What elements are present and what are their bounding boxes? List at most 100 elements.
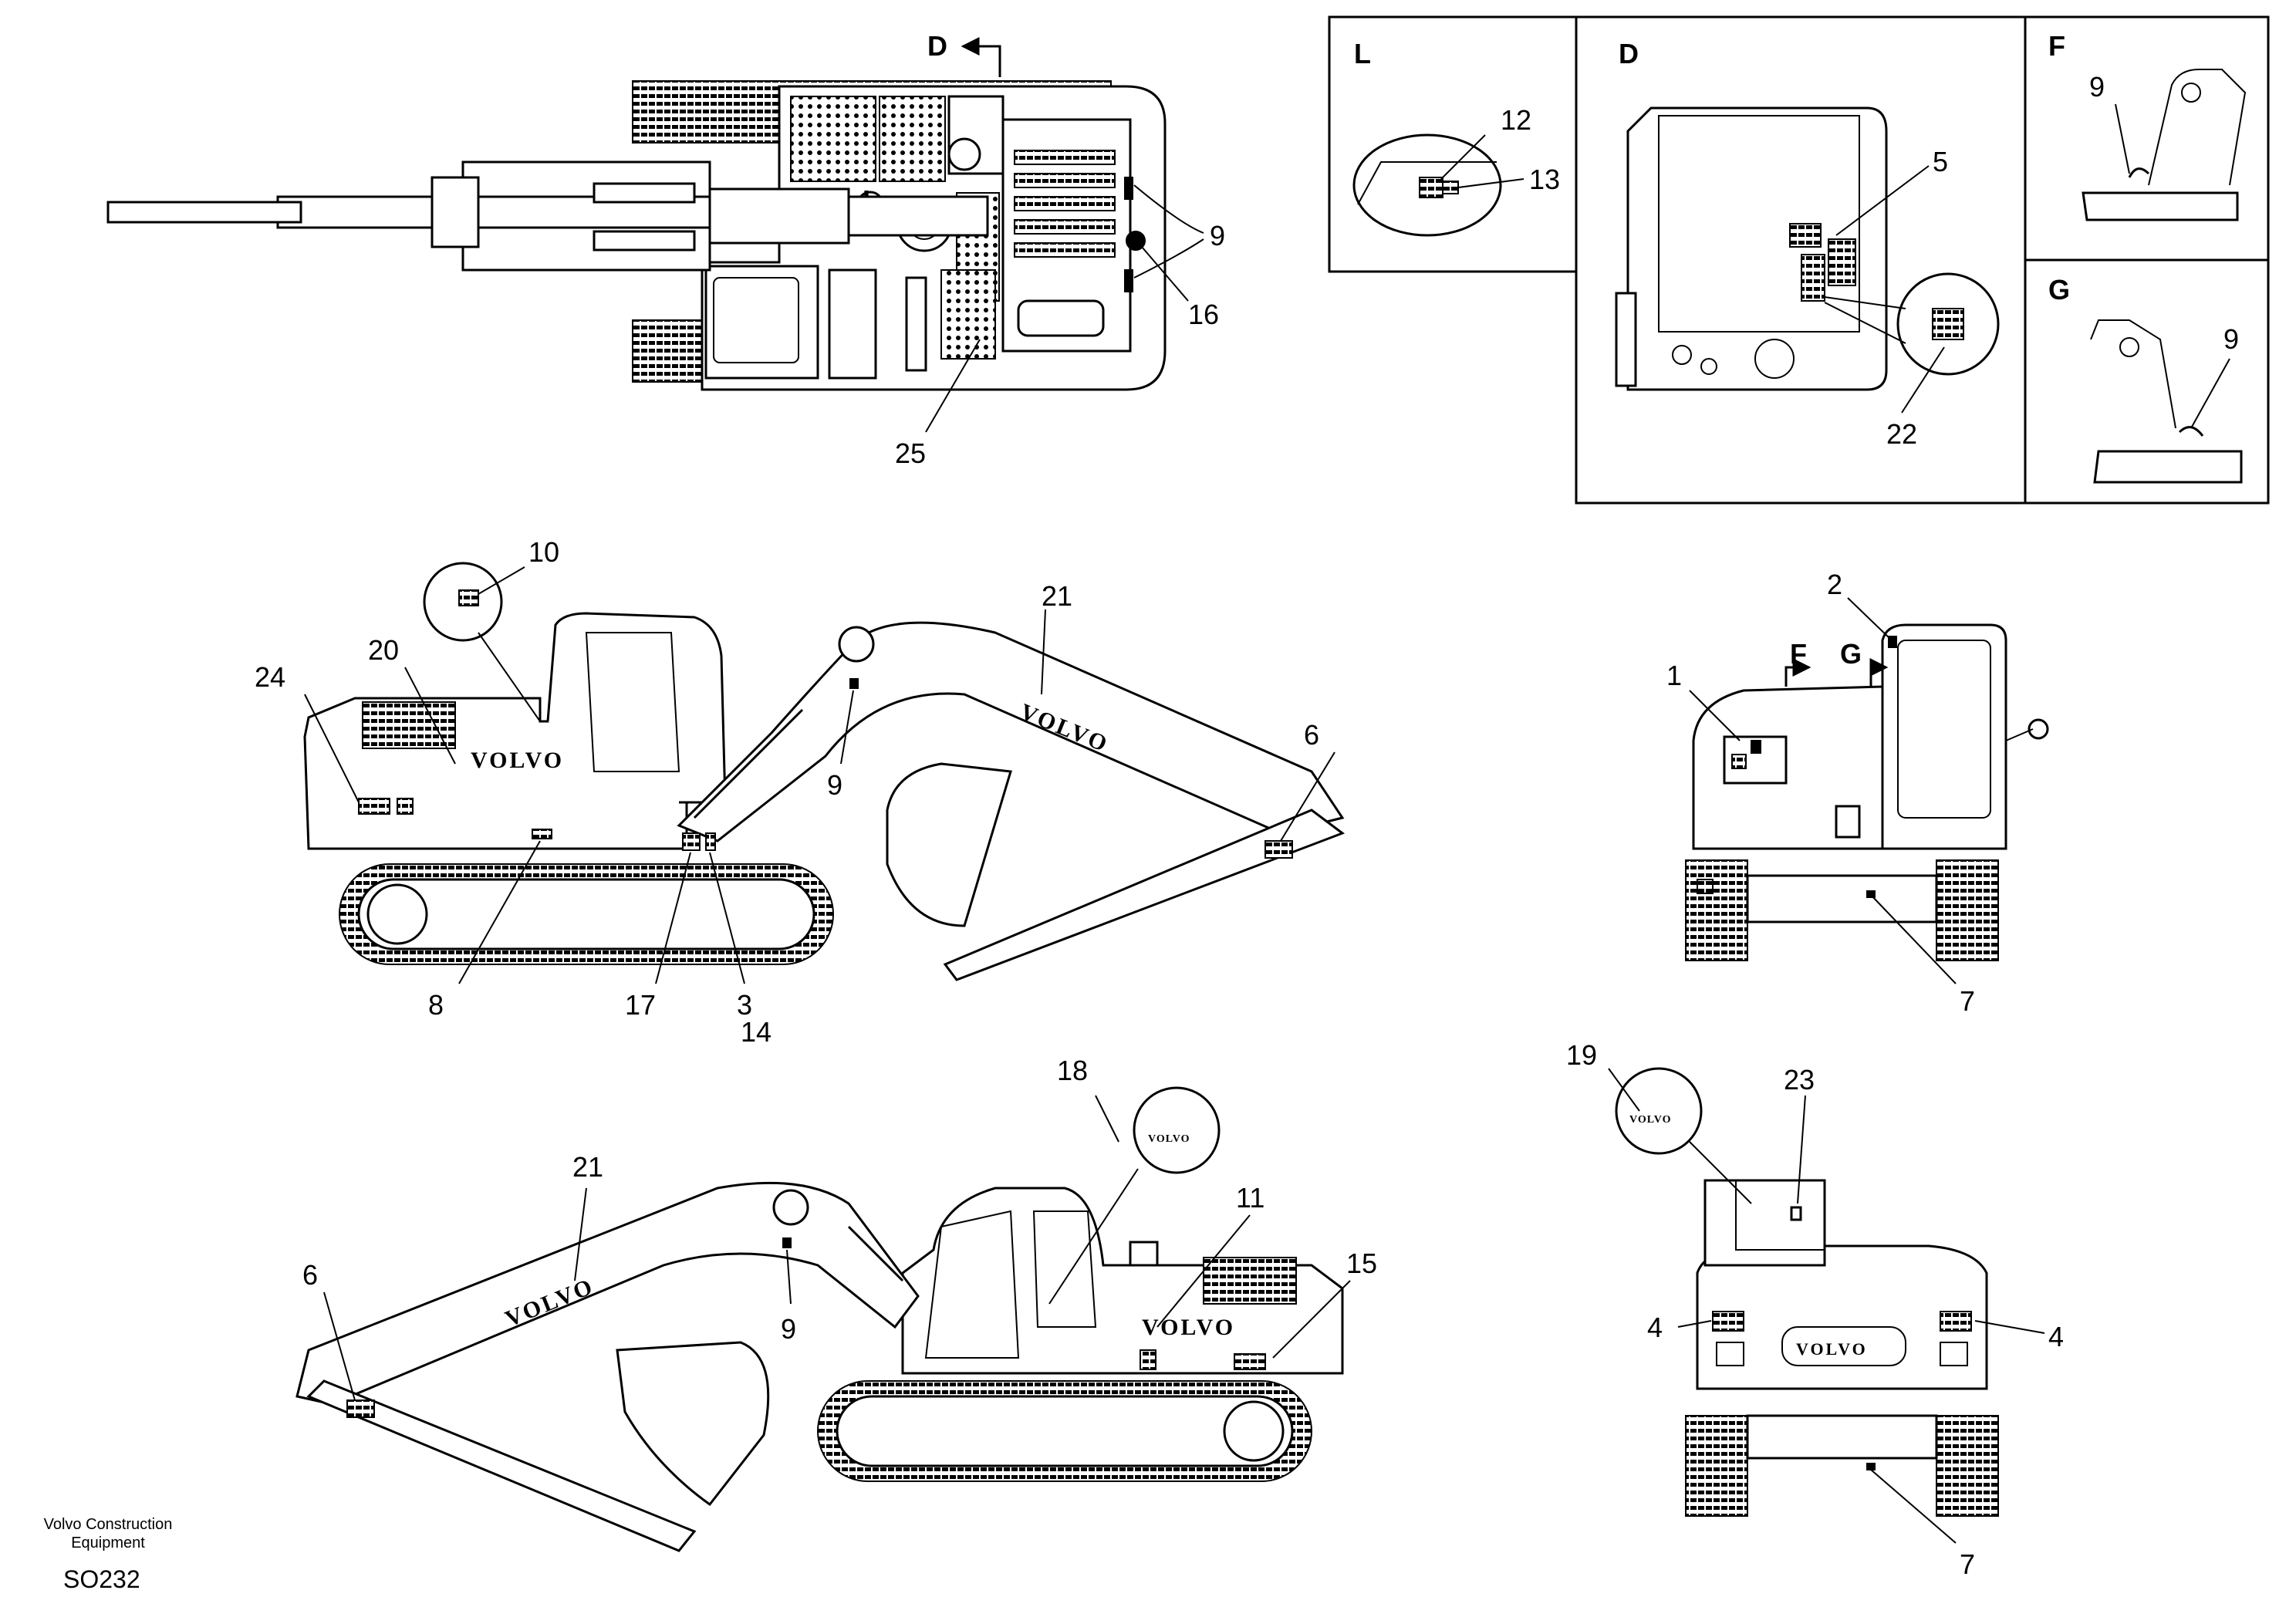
vent-slots <box>1014 150 1116 258</box>
company-line-2: Equipment <box>71 1535 145 1551</box>
front-view-decal-7 <box>1866 890 1876 898</box>
leader-4-right <box>1974 1320 2045 1334</box>
right-view-arm <box>306 1379 697 1552</box>
leader-9a <box>1133 184 1204 234</box>
left-view-decal-6 <box>1264 840 1293 859</box>
callout-13: 13 <box>1529 164 1560 195</box>
callout-17: 17 <box>625 989 656 1021</box>
callout-5: 5 <box>1933 146 1948 177</box>
arm-cylinder-top <box>430 176 480 248</box>
step-section <box>1615 292 1637 387</box>
leader-16 <box>1141 246 1189 302</box>
leader-20 <box>404 667 456 765</box>
decal-9-top-b <box>1124 269 1133 292</box>
detail-f-arrow <box>1784 658 1811 687</box>
left-view-track-inner <box>357 878 815 950</box>
panel-f-pin <box>2181 83 2201 103</box>
callout-11: 11 <box>1236 1182 1264 1214</box>
detail-g-marker: G <box>1840 638 1862 670</box>
callout-21-left: 21 <box>1042 580 1072 612</box>
leader-8 <box>458 840 541 984</box>
detail-f-marker: F <box>1790 638 1807 670</box>
decal-22 <box>1932 308 1964 340</box>
cab-top <box>704 265 819 380</box>
leader-6-left <box>1280 751 1335 842</box>
top-view: D L <box>106 30 1225 469</box>
callout-9-left: 9 <box>827 769 842 801</box>
decal-panel-d <box>1828 238 1856 286</box>
right-view-decal-9 <box>782 1237 792 1248</box>
front-view-mirror <box>2028 718 2049 740</box>
leader-15 <box>1272 1280 1351 1359</box>
detail-panels: L 12 13 D 5 22 F 9 G <box>1328 15 2270 505</box>
cab-side-section <box>1626 106 1888 391</box>
left-view-boom <box>677 621 1345 842</box>
zoom-connector-1 <box>1824 296 1906 309</box>
leader-9-g <box>2190 358 2230 429</box>
leader-18 <box>1095 1095 1119 1143</box>
section-d-label: D <box>927 30 947 62</box>
front-view-cab <box>1881 623 2007 850</box>
right-view-cab-window-1 <box>924 1210 1020 1359</box>
handrail <box>905 276 927 372</box>
callout-8: 8 <box>428 989 444 1021</box>
callout-9-f: 9 <box>2089 71 2105 103</box>
leader-1 <box>1689 690 1741 741</box>
left-view-arm <box>943 809 1346 981</box>
cab-window-section <box>1658 115 1860 333</box>
right-view-track-inner <box>836 1395 1294 1467</box>
decal-5-body <box>1789 223 1822 248</box>
cab-roof-window <box>713 277 799 363</box>
callout-19: 19 <box>1566 1039 1597 1071</box>
right-view-cab-window-2 <box>1032 1210 1097 1328</box>
left-view-decal-9 <box>849 678 859 689</box>
front-view-track-decal <box>1697 879 1714 894</box>
company-line-1: Volvo Construction <box>44 1516 173 1533</box>
rear-panel-top <box>1017 299 1105 337</box>
left-view-boom-pin <box>838 626 875 663</box>
rear-view-decal-4-right <box>1940 1311 1972 1332</box>
leader-3 <box>709 852 745 984</box>
front-view: F G 1 2 7 <box>1666 569 2049 1017</box>
left-view-cab-window <box>585 632 680 772</box>
left-view-idler <box>366 883 428 945</box>
zoom-circle-18 <box>1133 1086 1221 1174</box>
right-view-engine-grille <box>1203 1257 1297 1305</box>
leader-21-left <box>1041 609 1046 695</box>
left-view-decal-17 <box>682 832 701 851</box>
rear-view-undercarriage <box>1746 1414 1938 1460</box>
leader-21-right <box>574 1187 587 1281</box>
callout-9-g: 9 <box>2223 323 2239 355</box>
callout-25: 25 <box>895 437 926 469</box>
left-view-decal-8 <box>532 829 552 839</box>
panel-g-base <box>2093 450 2243 484</box>
zoom-connector-2 <box>1824 302 1906 344</box>
front-view-mirror-arm <box>2005 728 2034 741</box>
leader-22 <box>1901 346 1945 414</box>
panel-l-title: L <box>1354 38 1371 69</box>
callout-9-top: 9 <box>1210 220 1225 252</box>
step-plate <box>828 268 877 380</box>
decal-9-f <box>2128 167 2150 178</box>
panel-f-bracket <box>2148 69 2247 186</box>
front-view-cab-window <box>1897 640 1991 819</box>
right-side-view: VOLVO VOLVO VOLVO 18 11 15 21 9 6 <box>295 1055 1377 1552</box>
callout-16: 16 <box>1188 299 1219 330</box>
boom-cylinder-top-2 <box>593 230 696 252</box>
callout-6-right: 6 <box>302 1259 318 1291</box>
rear-view-decal-23 <box>1790 1206 1802 1221</box>
leader-5 <box>1835 165 1930 236</box>
leader-11 <box>1156 1214 1251 1328</box>
leader-25 <box>925 339 981 433</box>
bucket-link-top <box>106 201 302 224</box>
leader-7-front <box>1870 894 1957 984</box>
rear-view-left-track <box>1685 1415 1748 1517</box>
right-view-decal-15 <box>1234 1353 1266 1370</box>
left-view-cab <box>546 612 727 804</box>
leader-2 <box>1847 597 1891 640</box>
leader-9-right <box>786 1249 792 1305</box>
panel-d-title: D <box>1619 38 1639 69</box>
left-view-decal-24 <box>358 798 390 815</box>
front-view-undercarriage <box>1746 874 1938 923</box>
